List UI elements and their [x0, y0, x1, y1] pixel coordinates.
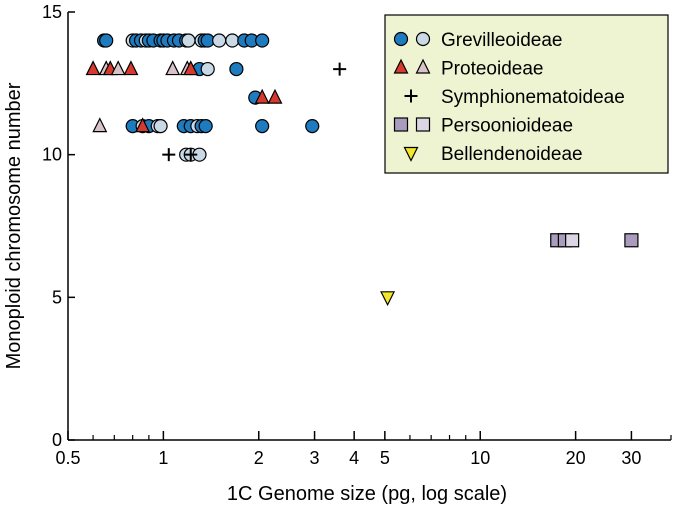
point-persoonioideae: [565, 233, 580, 248]
legend-marker-grevilleoideae-alt: [415, 31, 431, 47]
x-axis-label: 1C Genome size (pg, log scale): [227, 483, 507, 505]
point-grevilleoideae: [200, 61, 215, 77]
legend-marker-symphionematoideae: [404, 89, 418, 103]
point-symphionematoideae: [162, 148, 176, 162]
point-proteoideae: [135, 117, 151, 133]
legend-label-grevilleoideae: Grevilleoideae: [441, 30, 562, 51]
x-tick-label: 5: [380, 448, 390, 468]
legend-label-proteoideae: Proteoideae: [441, 59, 543, 80]
point-proteoideae: [183, 60, 199, 76]
point-proteoideae: [123, 60, 139, 76]
legend-box: [384, 14, 669, 174]
x-tick-label: 4: [349, 448, 359, 468]
point-grevilleoideae: [255, 33, 270, 48]
legend-label-symphionematoideae: Symphionematoideae: [441, 87, 625, 108]
point-grevilleoideae: [198, 119, 213, 134]
point-persoonioideae: [624, 233, 639, 248]
point-proteoideae: [254, 88, 270, 104]
point-proteoideae: [267, 88, 283, 104]
point-proteoideae: [165, 60, 181, 76]
x-tick-label: 10: [470, 448, 490, 468]
point-proteoideae: [85, 60, 101, 76]
point-proteoideae: [92, 117, 108, 133]
y-tick-label: 10: [42, 145, 62, 165]
point-grevilleoideae: [225, 33, 240, 48]
point-grevilleoideae: [255, 119, 270, 134]
y-tick-label: 5: [52, 287, 62, 307]
point-grevilleoideae: [153, 119, 168, 134]
legend-label-bellendenoideae: Bellendenoideae: [441, 144, 583, 165]
axes: 0 5 10 15 0.5 1 2 3 4 5 10 20 30: [42, 2, 672, 468]
x-tick-label: 3: [310, 448, 320, 468]
legend-marker-bellendenoideae: [403, 146, 419, 162]
x-tick-label: 20: [566, 448, 586, 468]
legend-marker-persoonioideae-alt: [415, 117, 431, 132]
legend: GrevilleoideaeProteoideaeSymphionematoid…: [384, 14, 669, 174]
point-grevilleoideae: [305, 119, 320, 134]
point-bellendenoideae: [380, 291, 396, 307]
legend-marker-proteoideae: [393, 58, 409, 74]
point-proteoideae: [110, 60, 126, 76]
legend-marker-proteoideae-alt: [415, 58, 431, 74]
legend-marker-grevilleoideae: [393, 31, 409, 47]
point-grevilleoideae: [229, 61, 244, 77]
x-tick-label: 2: [254, 448, 264, 468]
x-tick-label: 0.5: [55, 448, 80, 468]
y-tick-label: 0: [52, 430, 62, 450]
point-symphionematoideae: [333, 62, 347, 76]
point-grevilleoideae: [212, 33, 227, 48]
y-axis-label: Monoploid chromosome number: [3, 82, 25, 369]
x-tick-label: 30: [621, 448, 641, 468]
legend-marker-persoonioideae: [393, 117, 409, 132]
x-tick-label: 1: [158, 448, 168, 468]
point-symphionematoideae: [184, 148, 198, 162]
y-tick-label: 15: [42, 2, 62, 22]
data-points: [85, 33, 639, 307]
point-grevilleoideae: [99, 33, 114, 48]
legend-label-persoonioideae: Persoonioideae: [441, 116, 573, 137]
point-grevilleoideae: [181, 33, 196, 48]
